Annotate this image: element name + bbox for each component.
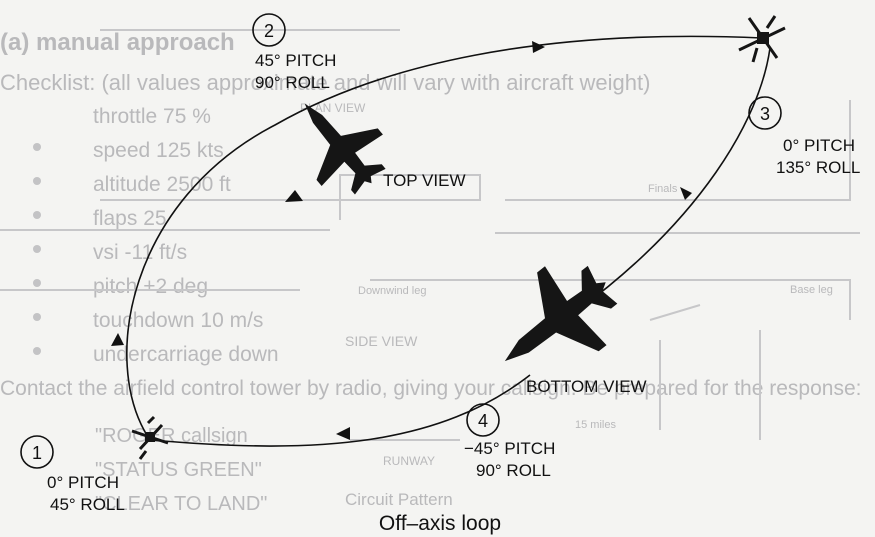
station-number: 3 <box>760 104 770 124</box>
ghost-item: flaps 25 <box>93 207 167 230</box>
ghost-contact: Contact the airfield control tower by ra… <box>0 377 861 400</box>
station-4-pitch: −45° PITCH <box>464 439 555 458</box>
ghost-item: pitch +2 deg <box>93 275 208 298</box>
ghost-item: undercarriage down <box>93 343 279 366</box>
station-circle <box>252 13 286 47</box>
station-marker-4: 4 <box>466 403 500 437</box>
ghost-side-view: SIDE VIEW <box>345 333 418 349</box>
station-1-roll: 45° ROLL <box>50 495 125 514</box>
arrow-head <box>285 190 303 202</box>
ghost-item: vsi -11 ft/s <box>93 241 187 264</box>
arrow-head <box>336 427 350 440</box>
ghost-bullets <box>33 143 41 355</box>
aircraft-top-view <box>304 103 386 195</box>
aircraft-station-3 <box>738 15 786 63</box>
aircraft-bottom-view <box>504 265 618 362</box>
station-2-pitch: 45° PITCH <box>255 51 336 70</box>
ghost-item: altitude 2500 ft <box>93 173 231 196</box>
ghost-item: touchdown 10 m/s <box>93 309 263 332</box>
station-circle <box>20 435 54 469</box>
station-3-pitch: 0° PITCH <box>783 136 855 155</box>
arrow-head <box>532 41 545 53</box>
station-1-pitch: 0° PITCH <box>47 473 119 492</box>
loop-path <box>126 35 771 447</box>
station-3-roll: 135° ROLL <box>776 158 860 177</box>
arrow-head <box>111 333 124 346</box>
ghost-runway: RUNWAY <box>383 454 435 468</box>
ghost-response: "STATUS GREEN" <box>95 459 262 481</box>
station-4-roll: 90° ROLL <box>476 461 551 480</box>
ghost-finals: Finals <box>648 183 678 195</box>
station-number: 1 <box>32 443 42 463</box>
station-number: 2 <box>264 21 274 41</box>
figure-caption: Off–axis loop <box>379 512 501 535</box>
station-marker-3: 3 <box>748 96 782 130</box>
direction-arrows <box>111 41 692 440</box>
arrow-head <box>680 187 692 200</box>
loop-arc-3-bottom <box>577 47 771 311</box>
ghost-item: speed 125 kts <box>93 139 224 162</box>
ghost-response: "ROGER callsign <box>95 425 248 447</box>
ghost-checklist-intro: Checklist: (all values approximate and w… <box>0 70 650 95</box>
ghost-miles: 15 miles <box>575 419 616 431</box>
station-circle <box>748 96 782 130</box>
top-view-label: TOP VIEW <box>383 171 466 190</box>
ghost-plan-box <box>0 29 860 441</box>
bottom-view-label: BOTTOM VIEW <box>526 377 647 396</box>
ghost-item: throttle 75 % <box>93 105 211 128</box>
station-marker-2: 2 <box>252 13 286 47</box>
ghost-heading: (a) manual approach <box>0 29 235 56</box>
show-through-layer: (a) manual approach Checklist: (all valu… <box>0 29 861 515</box>
ghost-base-leg: Base leg <box>790 284 833 296</box>
loop-arc-bottom-1 <box>151 374 531 447</box>
ghost-response: "CLEAR TO LAND" <box>95 493 267 515</box>
station-marker-1: 1 <box>20 435 54 469</box>
ghost-circuit-pattern: Circuit Pattern <box>345 490 453 509</box>
ghost-downwind-leg: Downwind leg <box>358 285 426 297</box>
station-2-roll: 90° ROLL <box>255 73 330 92</box>
aircraft-station-1 <box>131 415 169 460</box>
station-circle <box>466 403 500 437</box>
loop-arc-1-2-3 <box>126 35 763 438</box>
station-number: 4 <box>478 411 488 431</box>
